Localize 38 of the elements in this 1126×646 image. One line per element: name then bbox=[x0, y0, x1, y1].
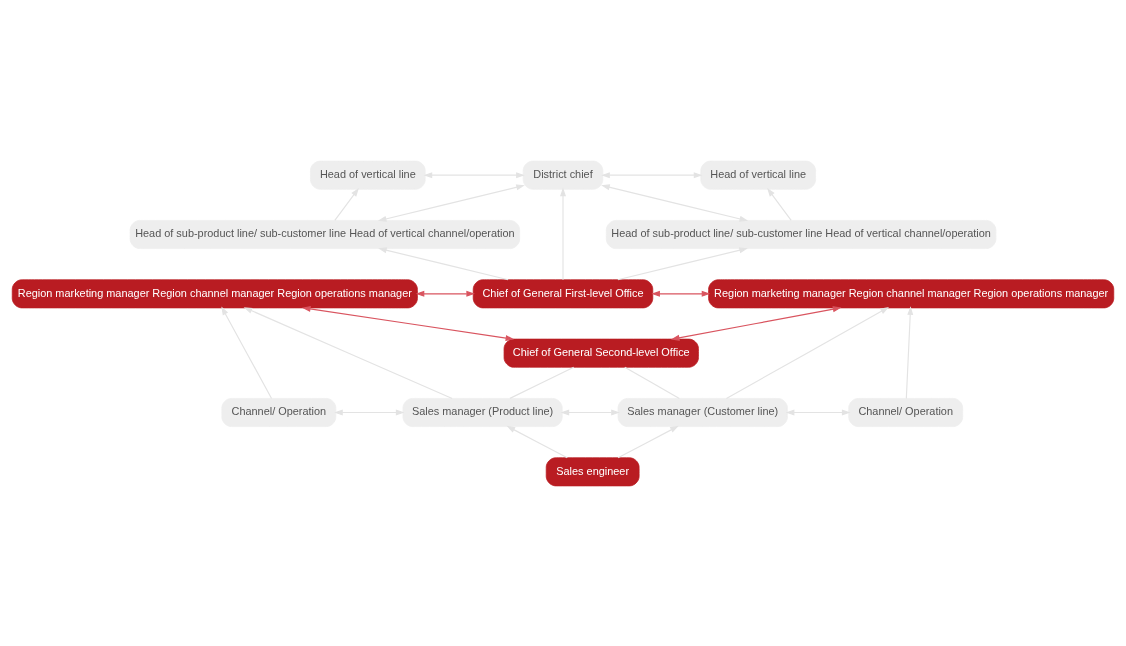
arrow bbox=[725, 306, 889, 399]
arrow bbox=[415, 290, 475, 297]
node-box: Sales manager (Customer line) bbox=[617, 397, 788, 427]
node-box: Chief of General First-level Office bbox=[472, 278, 654, 308]
arrow bbox=[601, 171, 703, 178]
arrow bbox=[767, 187, 792, 221]
arrow bbox=[601, 183, 749, 222]
node-box: Sales manager (Product line) bbox=[402, 397, 563, 427]
arrow bbox=[506, 425, 568, 458]
arrow bbox=[785, 409, 851, 415]
arrow bbox=[334, 409, 405, 415]
arrow bbox=[670, 305, 842, 341]
node-box: Channel/ Operation bbox=[221, 397, 337, 427]
node-box: Region marketing manager Region channel manager Region operations manager bbox=[11, 278, 418, 308]
node-box: Head of vertical line bbox=[310, 160, 426, 190]
node-box: District chief bbox=[522, 160, 604, 190]
connector bbox=[624, 366, 680, 399]
node-box: Region marketing manager Region channel manager Region operations manager bbox=[708, 278, 1115, 308]
arrow bbox=[301, 305, 515, 341]
arrow bbox=[334, 187, 359, 221]
arrow bbox=[651, 290, 711, 297]
arrow bbox=[221, 306, 273, 399]
arrow bbox=[377, 183, 525, 222]
node-box: Sales engineer bbox=[545, 456, 640, 486]
arrow bbox=[560, 187, 566, 280]
arrow bbox=[243, 306, 453, 399]
arrow bbox=[378, 246, 509, 280]
connector bbox=[509, 366, 575, 399]
node-box: Head of sub-product line/ sub-customer line Head of vertical channel/operation bbox=[605, 219, 997, 249]
arrow bbox=[617, 246, 748, 280]
node-box: Chief of General Second-level Office bbox=[503, 338, 699, 368]
node-box: Channel/ Operation bbox=[848, 397, 964, 427]
arrow bbox=[423, 171, 525, 178]
node-box: Head of sub-product line/ sub-customer line Head of vertical channel/operation bbox=[129, 219, 521, 249]
arrow bbox=[905, 305, 914, 399]
arrow bbox=[617, 425, 679, 458]
arrow bbox=[560, 409, 620, 415]
node-box: Head of vertical line bbox=[700, 160, 816, 190]
